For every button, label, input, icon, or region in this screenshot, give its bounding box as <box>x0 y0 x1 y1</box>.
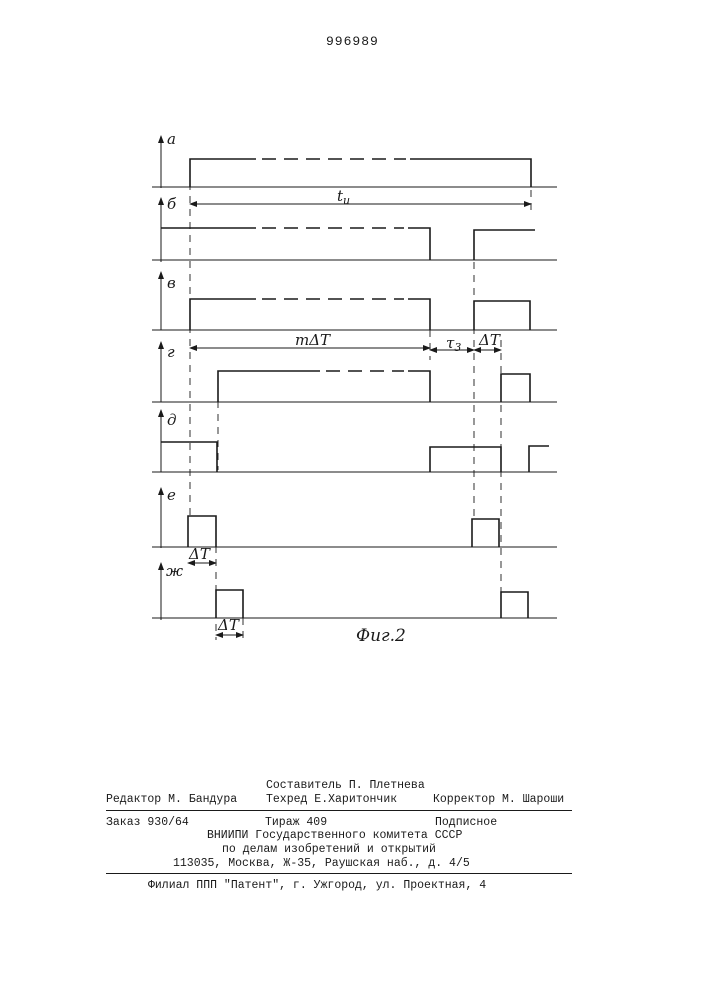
dt-label-e: ΔT <box>188 545 211 563</box>
m-dt-label: mΔT <box>295 331 331 349</box>
subscription-line: Подписное <box>435 816 497 830</box>
footer-rule-1 <box>106 810 572 811</box>
editor-line: Редактор М. Бандура <box>106 793 237 807</box>
label-g: г <box>167 343 175 361</box>
channel-a <box>152 136 557 204</box>
signal-g <box>218 371 530 402</box>
label-zh: ж <box>166 562 183 580</box>
signal-a <box>190 159 531 187</box>
signal-e <box>188 516 499 547</box>
label-b: б <box>167 195 177 213</box>
signal-b <box>161 228 535 260</box>
org-line-1: ВНИИПИ Государственного комитета СССР <box>207 829 462 843</box>
channel-g <box>152 342 557 402</box>
tau-3-label: τ3 <box>446 334 461 354</box>
branch-line: Филиал ППП "Патент", г. Ужгород, ул. Про… <box>148 879 486 893</box>
dt-label-g: ΔT <box>478 331 501 349</box>
org-line-3: 113035, Москва, Ж-35, Раушская наб., д. … <box>173 857 470 871</box>
signal-v <box>190 299 530 330</box>
compiler-line: Составитель П. Плетнева <box>266 779 425 793</box>
channel-e <box>152 488 557 563</box>
label-d: д <box>167 411 177 429</box>
label-v: в <box>167 274 176 292</box>
figure-caption: Фиг.2 <box>356 626 406 646</box>
signal-zh <box>216 590 528 618</box>
channel-b <box>152 198 557 262</box>
dt-label-zh: ΔT <box>217 616 240 634</box>
label-a: а <box>167 130 176 148</box>
timing-guides <box>190 170 531 640</box>
timing-diagram: а б в г д е ж tи mΔT τ3 ΔT ΔT ΔT Фиг.2 <box>0 0 707 700</box>
proofreader-line: Корректор М. Шароши <box>433 793 564 807</box>
t-u-label: tи <box>337 187 350 207</box>
label-e: е <box>167 486 176 504</box>
order-line: Заказ 930/64 <box>106 816 189 830</box>
signal-d <box>161 442 549 472</box>
channel-d <box>152 410 557 472</box>
footer-rule-2 <box>106 873 572 874</box>
tech-editor-line: Техред Е.Харитончик <box>266 793 397 807</box>
circulation-line: Тираж 409 <box>265 816 327 830</box>
org-line-2: по делам изобретений и открытий <box>222 843 436 857</box>
channel-zh <box>152 563 557 635</box>
